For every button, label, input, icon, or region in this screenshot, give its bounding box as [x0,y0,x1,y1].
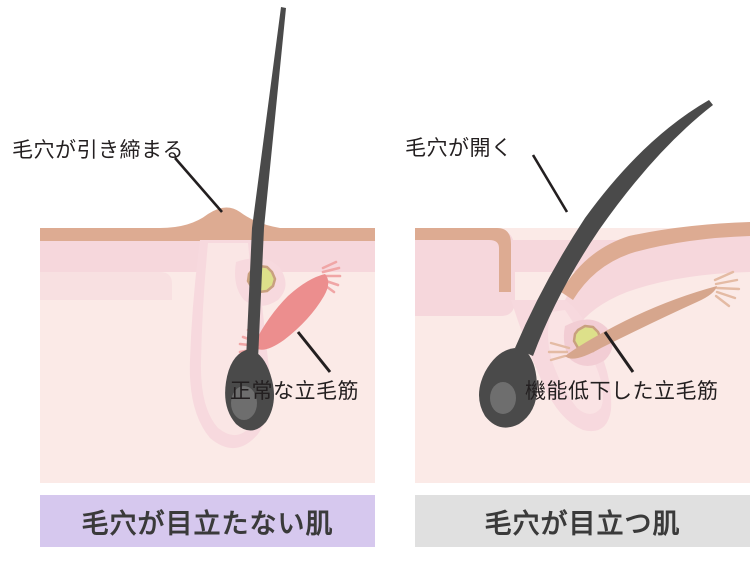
panel-open-pore: 毛穴が開く 機能低下した立毛筋 毛穴が目立つ肌 [405,0,750,570]
arrector-pili-muscle-degraded [547,270,741,362]
muscle-fibers-upper [713,270,741,308]
callout-muscle-right: 機能低下した立毛筋 [525,380,719,403]
leader-line-muscle [603,331,635,373]
dermal-papilla [490,382,516,414]
callout-pore-left: 毛穴が引き締まる [12,139,184,162]
callout-pore-right: 毛穴が開く [405,137,513,160]
dermis-fade [40,272,172,300]
leader-line-pore [531,154,569,213]
leader-line-muscle [296,331,332,373]
muscle-fibers-lower [547,341,571,362]
caption-box-open-pore: 毛穴が目立つ肌 [415,495,750,547]
hair-shaft [515,100,713,356]
skin-cross-section-right [415,100,750,483]
caption-label-left: 毛穴が目立たない肌 [81,508,334,539]
panel-tight-pore: 毛穴が引き締まる 正常な立毛筋 毛穴が目立たない肌 [12,0,375,570]
leader-line-pore [174,157,223,213]
muscle-body [254,274,327,347]
callout-muscle-left: 正常な立毛筋 [230,380,359,403]
muscle-fibers-upper [321,260,342,294]
skin-cross-section-left [40,7,375,483]
dermal-papilla [231,386,257,420]
caption-box-tight-pore: 毛穴が目立たない肌 [40,495,375,547]
hair-shaft [246,7,286,360]
epidermis-layer [40,207,375,241]
muscle-body [565,286,717,359]
pore-left-lip-dermis [415,228,515,316]
caption-label-right: 毛穴が目立つ肌 [484,508,681,539]
pore-right-lip-epidermis [561,222,750,300]
pore-left-lip-epidermis [415,228,511,292]
